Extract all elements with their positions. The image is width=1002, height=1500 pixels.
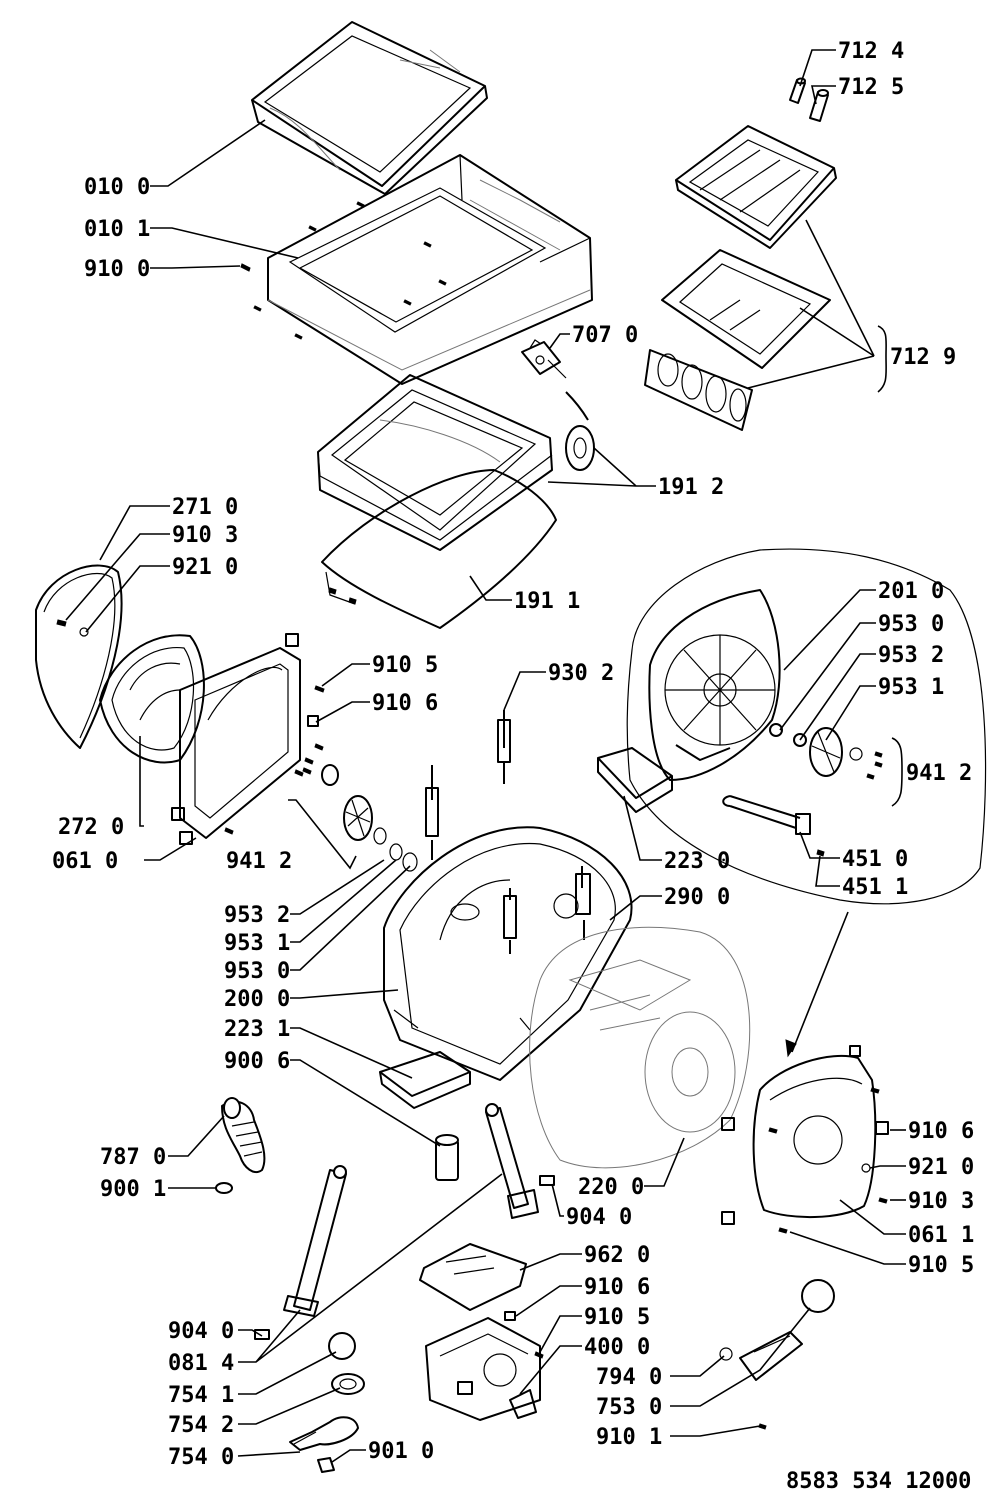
label-712-9: 712 9 bbox=[890, 345, 956, 370]
suspension-springs bbox=[425, 710, 591, 954]
label-010-0: 010 0 bbox=[84, 175, 150, 200]
screw-set-910-0 bbox=[240, 201, 447, 340]
valve-part-707 bbox=[521, 339, 567, 379]
label-910-3-right: 910 3 bbox=[908, 1189, 974, 1214]
leader-lines bbox=[65, 49, 906, 1463]
label-953-0-left: 953 0 bbox=[224, 959, 290, 984]
label-272-0: 272 0 bbox=[58, 815, 124, 840]
tub-front-part bbox=[383, 826, 633, 1081]
label-220-0: 220 0 bbox=[578, 1175, 644, 1200]
mounting-block-223-1 bbox=[379, 1051, 471, 1109]
label-953-1-left: 953 1 bbox=[224, 931, 290, 956]
tube-parts-712 bbox=[789, 77, 829, 122]
label-712-4: 712 4 bbox=[838, 39, 904, 64]
label-910-6-motor: 910 6 bbox=[584, 1275, 650, 1300]
label-910-5-left: 910 5 bbox=[372, 653, 438, 678]
drum-pulley-part bbox=[99, 634, 205, 764]
arrow-head-right bbox=[785, 1039, 797, 1058]
drain-pump-part bbox=[719, 1279, 835, 1430]
label-910-6-right: 910 6 bbox=[908, 1119, 974, 1144]
shock-absorber-right bbox=[485, 1103, 539, 1219]
label-223-1: 223 1 bbox=[224, 1017, 290, 1042]
label-910-0: 910 0 bbox=[84, 257, 150, 282]
label-754-0: 754 0 bbox=[168, 1445, 234, 1470]
label-191-1: 191 1 bbox=[514, 589, 580, 614]
label-787-0: 787 0 bbox=[100, 1145, 166, 1170]
label-962-0: 962 0 bbox=[584, 1243, 650, 1268]
screw-set-left-panel bbox=[224, 685, 325, 835]
label-754-2: 754 2 bbox=[168, 1413, 234, 1438]
label-900-6: 900 6 bbox=[224, 1049, 290, 1074]
bush-part-900-6 bbox=[435, 1134, 459, 1181]
label-794-0: 794 0 bbox=[596, 1365, 662, 1390]
gasket-part bbox=[321, 469, 557, 629]
label-754-1: 754 1 bbox=[168, 1383, 234, 1408]
label-953-2-left: 953 2 bbox=[224, 903, 290, 928]
cabinet-frame-part bbox=[267, 154, 593, 385]
label-901-0: 901 0 bbox=[368, 1439, 434, 1464]
part-labels: 010 0 010 1 910 0 712 4 712 5 707 0 712 … bbox=[52, 39, 974, 1494]
arrow-leader-right bbox=[791, 911, 849, 1053]
belt-part bbox=[35, 564, 123, 749]
label-223-0: 223 0 bbox=[664, 849, 730, 874]
label-200-0: 200 0 bbox=[224, 987, 290, 1012]
label-910-6-left: 910 6 bbox=[372, 691, 438, 716]
label-910-3-left: 910 3 bbox=[172, 523, 238, 548]
label-191-2: 191 2 bbox=[658, 475, 724, 500]
shock-absorber-left bbox=[283, 1165, 347, 1317]
label-953-1-right: 953 1 bbox=[878, 675, 944, 700]
drum-part bbox=[529, 926, 751, 1169]
drawing-code: 8583 534 12000 bbox=[786, 1469, 971, 1494]
label-400-0: 400 0 bbox=[584, 1335, 650, 1360]
bearing-set-right bbox=[769, 723, 883, 780]
label-900-1: 900 1 bbox=[100, 1177, 166, 1202]
label-910-1: 910 1 bbox=[596, 1425, 662, 1450]
mounting-block-223-0 bbox=[597, 747, 673, 813]
motor-part bbox=[425, 1311, 544, 1421]
pump-filter-parts bbox=[289, 1332, 365, 1473]
bearing-assembly-left bbox=[321, 764, 418, 872]
label-712-5: 712 5 bbox=[838, 75, 904, 100]
label-451-1: 451 1 bbox=[842, 875, 908, 900]
label-941-2-left: 941 2 bbox=[226, 849, 292, 874]
label-953-2-right: 953 2 bbox=[878, 643, 944, 668]
label-271-0: 271 0 bbox=[172, 495, 238, 520]
rear-panel-right-part bbox=[721, 1045, 889, 1234]
top-lid-part bbox=[251, 21, 488, 195]
label-921-0-left: 921 0 bbox=[172, 555, 238, 580]
label-061-1: 061 1 bbox=[908, 1223, 974, 1248]
label-081-4: 081 4 bbox=[168, 1351, 234, 1376]
label-953-0-right: 953 0 bbox=[878, 612, 944, 637]
label-753-0: 753 0 bbox=[596, 1395, 662, 1420]
drum-back-part bbox=[648, 589, 781, 781]
label-921-0-right: 921 0 bbox=[908, 1155, 974, 1180]
label-061-0: 061 0 bbox=[52, 849, 118, 874]
label-941-2-right: 941 2 bbox=[906, 761, 972, 786]
dispenser-assembly-part bbox=[644, 125, 837, 431]
bush-904-0 bbox=[254, 1175, 555, 1340]
group-outline-right bbox=[626, 548, 987, 905]
heater-element-part bbox=[722, 795, 825, 857]
shield-plate-part bbox=[419, 1243, 527, 1311]
clamp-900-1 bbox=[215, 1182, 233, 1194]
label-930-2: 930 2 bbox=[548, 661, 614, 686]
label-904-0-right: 904 0 bbox=[566, 1205, 632, 1230]
label-010-1: 010 1 bbox=[84, 217, 150, 242]
label-910-5-right: 910 5 bbox=[908, 1253, 974, 1278]
screw-910-3-left bbox=[56, 619, 89, 637]
hose-part-787 bbox=[221, 1097, 266, 1174]
label-201-0: 201 0 bbox=[878, 579, 944, 604]
label-910-5-motor: 910 5 bbox=[584, 1305, 650, 1330]
label-707-0: 707 0 bbox=[572, 323, 638, 348]
label-904-0-left: 904 0 bbox=[168, 1319, 234, 1344]
label-290-0: 290 0 bbox=[664, 885, 730, 910]
label-451-0: 451 0 bbox=[842, 847, 908, 872]
